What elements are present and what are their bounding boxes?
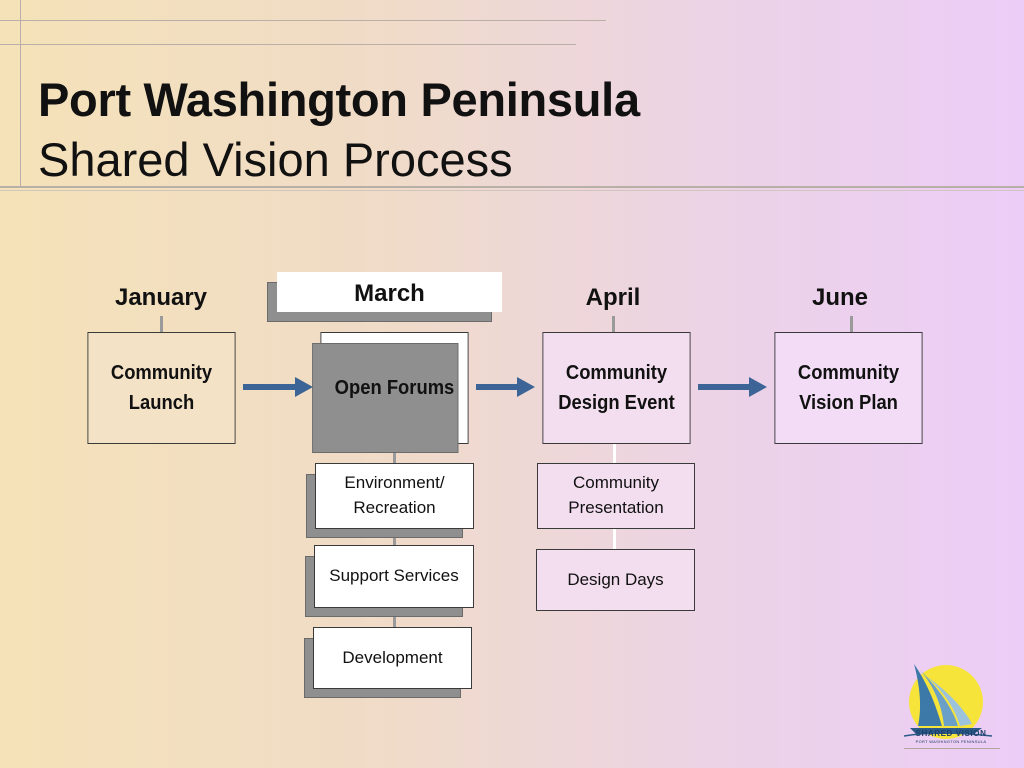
connector-june: [850, 316, 853, 332]
shared-vision-logo: SHARED VISION PORT WASHINGTON PENINSULA: [896, 656, 1006, 756]
forum-topic-label: Environment/ Recreation: [344, 473, 445, 517]
design-event-label: Community Presentation: [568, 473, 664, 517]
header-rule-second: [0, 44, 576, 45]
flow-arrow-design-to-vision: [698, 377, 767, 397]
design-event-presentation: Community Presentation: [537, 463, 695, 529]
forum-topic-label: Support Services: [329, 566, 459, 586]
header-rule-bottom: [0, 186, 1024, 188]
header-rule-bottom-light: [0, 190, 1024, 191]
stage-community-launch: Community Launch: [87, 332, 236, 444]
stage-label: Community Design Event: [558, 362, 675, 414]
connector-january: [160, 316, 163, 332]
header-rule-top: [0, 20, 606, 21]
stage-community-vision-plan: Community Vision Plan: [774, 332, 923, 444]
header-vertical-rule: [20, 0, 21, 186]
design-event-label: Design Days: [567, 569, 664, 589]
sailboat-sun-icon: [903, 664, 993, 739]
month-label-march: March: [354, 280, 425, 307]
arrow-shaft: [243, 384, 297, 390]
arrow-head-icon: [517, 377, 535, 397]
arrow-shaft: [476, 384, 519, 390]
arrow-head-icon: [749, 377, 767, 397]
month-label-april: April: [585, 284, 641, 311]
connector-april: [612, 316, 615, 332]
flow-arrow-launch-to-forums: [243, 377, 313, 397]
design-event-design-days: Design Days: [536, 549, 695, 611]
arrow-head-icon: [295, 377, 313, 397]
page-title: Port Washington Peninsula: [38, 73, 640, 126]
arrow-shaft: [698, 384, 751, 390]
month-label-june: June: [811, 284, 868, 311]
month-tab-face: [277, 272, 502, 312]
forum-topic-support-services: Support Services: [305, 545, 474, 617]
flow-arrow-forums-to-design: [476, 377, 535, 397]
month-label-january: January: [114, 284, 208, 311]
stage-label: Community Vision Plan: [797, 362, 900, 414]
logo-subtext: PORT WASHINGTON PENINSULA: [915, 739, 987, 744]
forum-topic-label: Development: [342, 647, 443, 667]
month-tab-march: March: [267, 272, 502, 322]
page-subtitle: Shared Vision Process: [38, 133, 513, 186]
logo-text: SHARED VISION: [915, 729, 987, 738]
stage-community-design-event: Community Design Event: [542, 332, 691, 444]
connector-design-event-2: [613, 528, 616, 550]
logo-underline: [904, 748, 1000, 749]
forum-topic-environment: Environment/ Recreation: [306, 463, 474, 538]
stage-label: Open Forums: [334, 377, 455, 399]
connector-design-event-1: [613, 443, 616, 463]
stage-open-forums: Open Forums: [312, 332, 469, 453]
stage-label: Community Launch: [110, 362, 213, 414]
forum-topic-development: Development: [304, 627, 472, 698]
